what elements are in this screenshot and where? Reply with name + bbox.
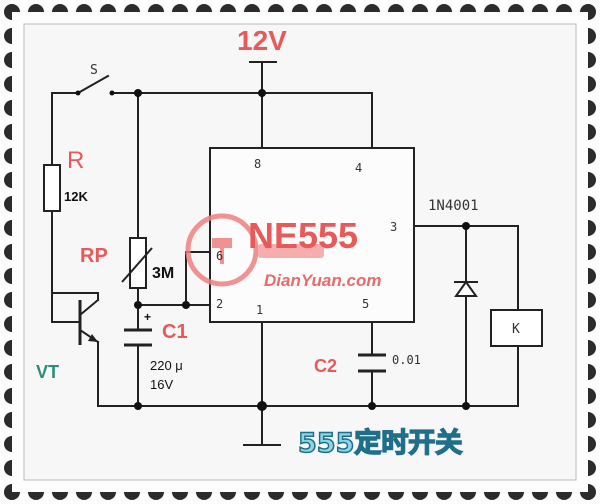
junction: [257, 401, 267, 411]
c1-plus: +: [144, 310, 151, 324]
switch-label: S: [90, 63, 98, 78]
resistor-value: 12K: [64, 189, 88, 204]
top-rail: [111, 92, 373, 149]
diode-label: 1N4001: [428, 198, 479, 214]
caption: 555定时开关: [298, 427, 462, 459]
c1-name: C1: [162, 321, 188, 343]
c2-name: C2: [314, 356, 337, 376]
junction: [368, 402, 376, 410]
transistor-label: VT: [36, 362, 59, 382]
junction: [462, 402, 470, 410]
junction: [182, 301, 190, 309]
switch-contact-left: [75, 90, 81, 96]
pin-8: 8: [254, 157, 261, 171]
pin-6: 6: [216, 249, 223, 263]
pot-arrow: [121, 247, 153, 283]
perforation-left: [0, 0, 12, 504]
relay-label: K: [512, 322, 520, 337]
pin-3: 3: [390, 220, 397, 234]
left-upper-wire: [51, 92, 79, 166]
perforation-top: [0, 0, 600, 12]
c1-value: 220 μ: [150, 358, 183, 373]
pin-1: 1: [256, 303, 263, 317]
collector-lead: [51, 292, 99, 301]
junction: [134, 301, 142, 309]
perforation-right: [588, 0, 600, 504]
pin-2: 2: [216, 297, 223, 311]
left-lower-wire: [51, 210, 81, 323]
resistor-r: [43, 164, 61, 212]
junction: [134, 402, 142, 410]
junction: [462, 222, 470, 230]
ic-body: [209, 147, 415, 323]
perforation-bottom: [0, 492, 600, 504]
pin-5: 5: [362, 297, 369, 311]
resistor-name: R: [67, 147, 84, 174]
ic-name: NE555: [248, 215, 358, 256]
c1-voltage: 16V: [150, 377, 173, 392]
c2-value: 0.01: [392, 353, 421, 367]
pin-4: 4: [355, 161, 362, 175]
junction: [258, 89, 266, 97]
transistor-collector: [78, 298, 100, 317]
diode-body: [454, 280, 478, 297]
relay-coil: [490, 309, 543, 347]
switch-contact-right: [109, 90, 115, 96]
supply-label: 12V: [237, 25, 287, 56]
dianyuan-logo: [185, 213, 324, 287]
switch-blade[interactable]: [76, 74, 110, 95]
pot-value: 3M: [152, 265, 174, 282]
emitter-arrow: [88, 334, 98, 342]
pot-name: RP: [80, 245, 108, 267]
output-wire: [413, 225, 519, 311]
watermark-url: DianYuan.com: [264, 271, 381, 290]
junction: [134, 89, 142, 97]
